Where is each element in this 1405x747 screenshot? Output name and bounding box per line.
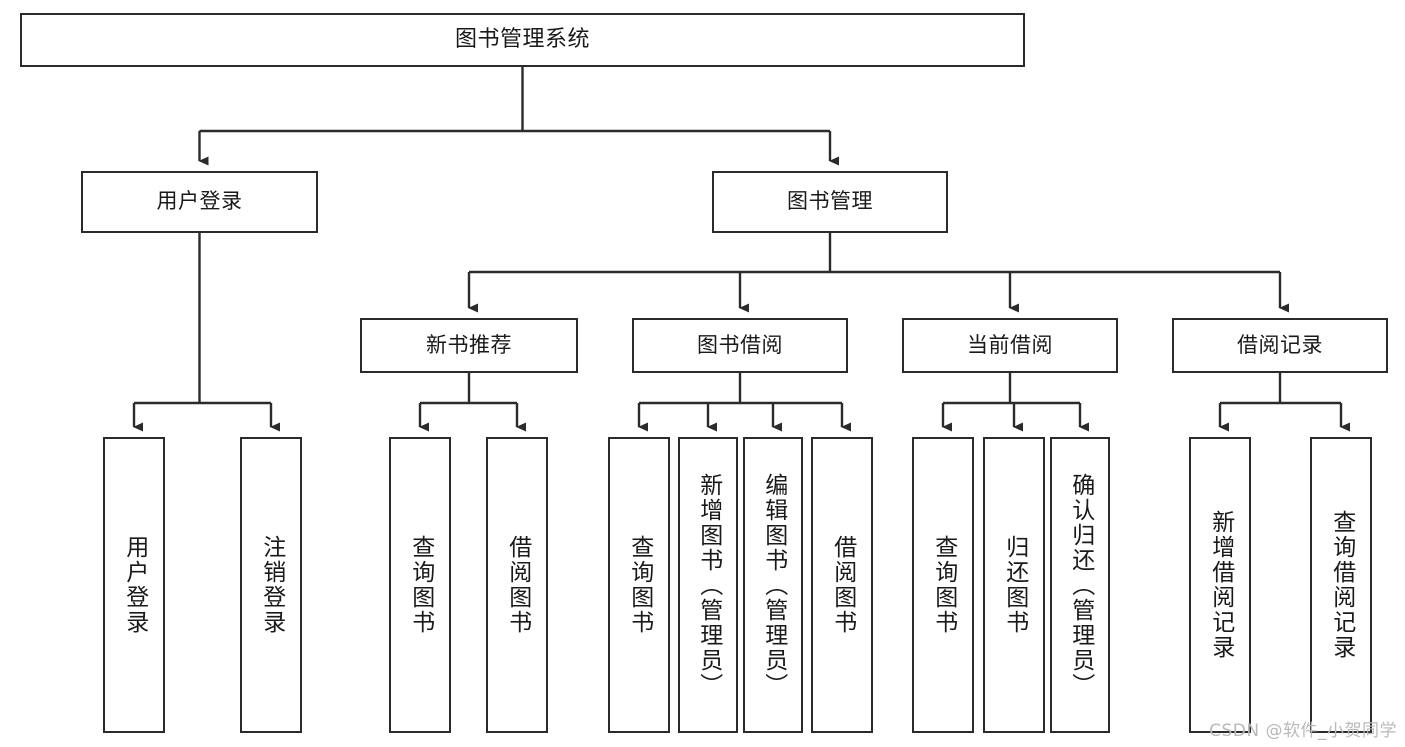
leaf-user-logout[interactable]: 注销登录 xyxy=(240,437,302,733)
leaf-query-book-borrowing[interactable]: 查询图书 xyxy=(608,437,670,733)
connector-lines xyxy=(132,67,1350,432)
node-new-book-recommendation[interactable]: 新书推荐 xyxy=(360,318,578,373)
leaf-add-borrowing-record[interactable]: 新增借阅记录 xyxy=(1189,437,1251,733)
node-book-management[interactable]: 图书管理 xyxy=(712,171,948,233)
node-label: 注销登录 xyxy=(258,535,285,635)
leaf-user-login[interactable]: 用户登录 xyxy=(103,437,165,733)
leaf-borrow-book-recommendation[interactable]: 借阅图书 xyxy=(486,437,548,733)
node-label: 查询图书 xyxy=(930,535,957,635)
leaf-confirm-return-admin[interactable]: 确认归还（管理员） xyxy=(1050,437,1110,733)
node-label: 归还图书 xyxy=(1001,535,1028,635)
node-label: 借阅图书 xyxy=(504,535,531,635)
node-user-login[interactable]: 用户登录 xyxy=(81,171,318,233)
leaf-edit-book-admin[interactable]: 编辑图书（管理员） xyxy=(743,437,803,733)
leaf-query-book-current[interactable]: 查询图书 xyxy=(912,437,974,733)
node-label: 查询图书 xyxy=(626,535,653,635)
node-label: 借阅图书 xyxy=(829,535,856,635)
node-root-system[interactable]: 图书管理系统 xyxy=(20,13,1025,67)
leaf-borrow-book-borrowing[interactable]: 借阅图书 xyxy=(811,437,873,733)
node-label: 新增图书（管理员） xyxy=(695,472,722,698)
node-label: 当前借阅 xyxy=(967,332,1053,357)
node-borrowing-record[interactable]: 借阅记录 xyxy=(1172,318,1388,373)
node-label: 确认归还（管理员） xyxy=(1067,472,1094,698)
node-label: 新增借阅记录 xyxy=(1207,510,1234,660)
csdn-watermark: CSDN @软件_小贺同学 xyxy=(1209,721,1397,741)
node-book-borrowing[interactable]: 图书借阅 xyxy=(632,318,848,373)
node-label: 编辑图书（管理员） xyxy=(760,472,787,698)
node-label: 图书借阅 xyxy=(697,332,783,357)
leaf-query-borrowing-record[interactable]: 查询借阅记录 xyxy=(1310,437,1372,733)
leaf-query-book-recommendation[interactable]: 查询图书 xyxy=(389,437,451,733)
node-current-borrowing[interactable]: 当前借阅 xyxy=(902,318,1118,373)
leaf-add-book-admin[interactable]: 新增图书（管理员） xyxy=(678,437,738,733)
node-label: 用户登录 xyxy=(156,189,243,214)
node-label: 查询借阅记录 xyxy=(1328,510,1355,660)
node-label: 查询图书 xyxy=(407,535,434,635)
node-label: 借阅记录 xyxy=(1237,332,1323,357)
node-label: 图书管理 xyxy=(787,189,873,214)
node-label: 用户登录 xyxy=(121,535,148,635)
node-label: 新书推荐 xyxy=(426,332,512,357)
node-label: 图书管理系统 xyxy=(454,26,590,52)
leaf-return-book[interactable]: 归还图书 xyxy=(983,437,1045,733)
